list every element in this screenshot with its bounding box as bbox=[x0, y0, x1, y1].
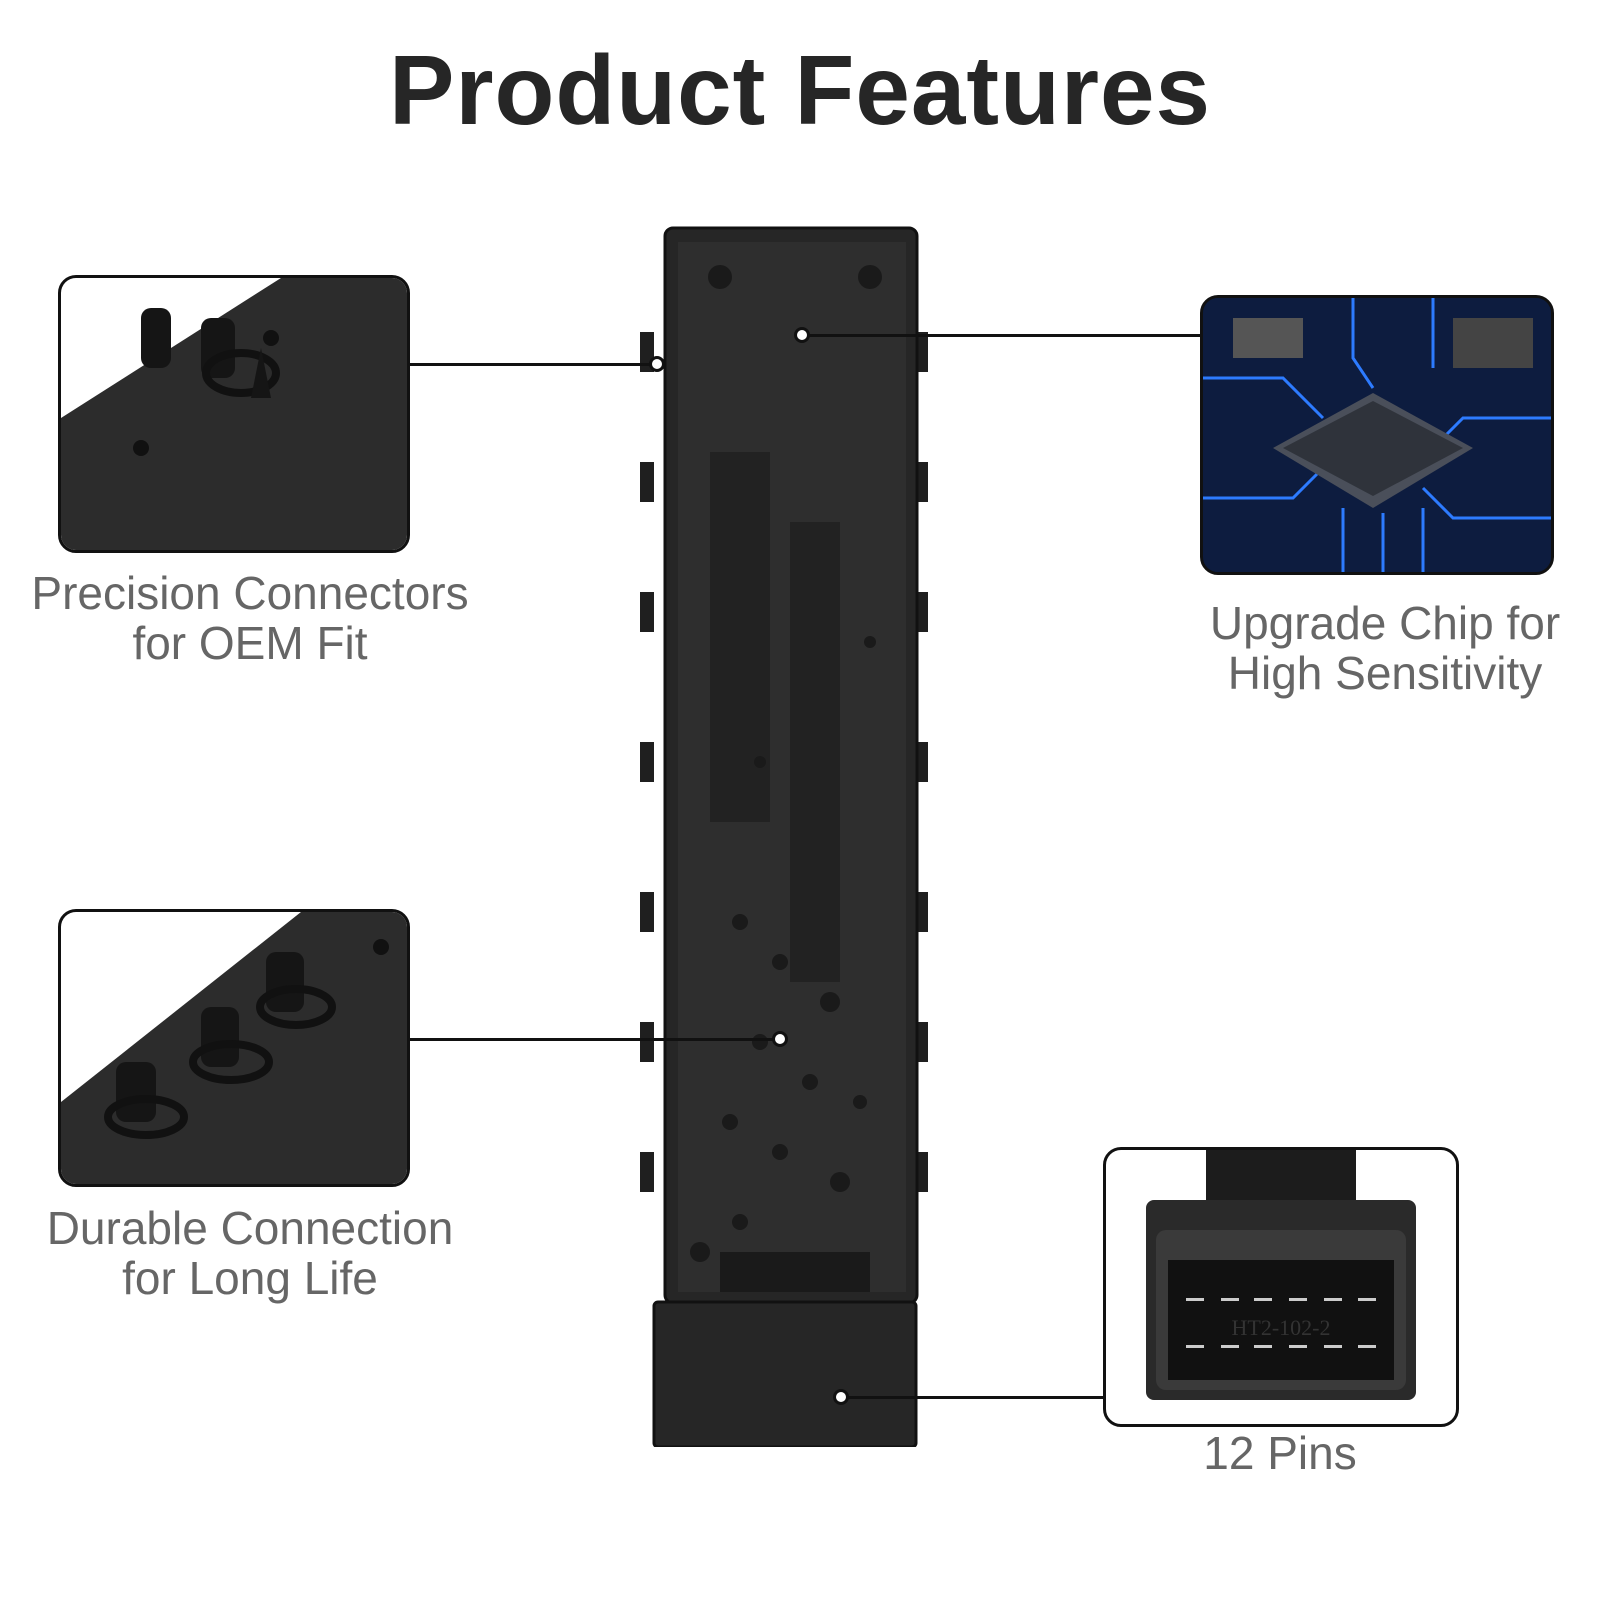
callout-dot-4 bbox=[833, 1389, 849, 1405]
connector-marking: HT2-102-2 bbox=[1232, 1315, 1331, 1340]
callout-line-4 bbox=[841, 1396, 1103, 1399]
callout-dot-2 bbox=[794, 327, 810, 343]
twelve-pins-image: HT2-102-2 bbox=[1103, 1147, 1459, 1427]
upgrade-chip-image bbox=[1200, 295, 1554, 575]
callout-line-3 bbox=[410, 1038, 780, 1041]
callout-dot-3 bbox=[772, 1031, 788, 1047]
caption-line: for Long Life bbox=[122, 1252, 378, 1304]
product-image bbox=[640, 226, 928, 1447]
callout-dot-1 bbox=[649, 356, 665, 372]
caption-line: Precision Connectors bbox=[31, 567, 469, 619]
caption-line: High Sensitivity bbox=[1227, 647, 1543, 699]
caption-line: for OEM Fit bbox=[132, 617, 368, 669]
feature-caption-4: 12 Pins bbox=[1080, 1428, 1480, 1478]
durable-connection-image bbox=[58, 909, 410, 1187]
callout-line-1 bbox=[410, 363, 657, 366]
caption-line: 12 Pins bbox=[1203, 1427, 1357, 1479]
precision-connectors-image bbox=[58, 275, 410, 553]
caption-line: Upgrade Chip for bbox=[1209, 597, 1561, 649]
callout-line-2 bbox=[802, 334, 1200, 337]
page-title: Product Features bbox=[389, 35, 1211, 145]
caption-line: Durable Connection bbox=[46, 1202, 454, 1254]
